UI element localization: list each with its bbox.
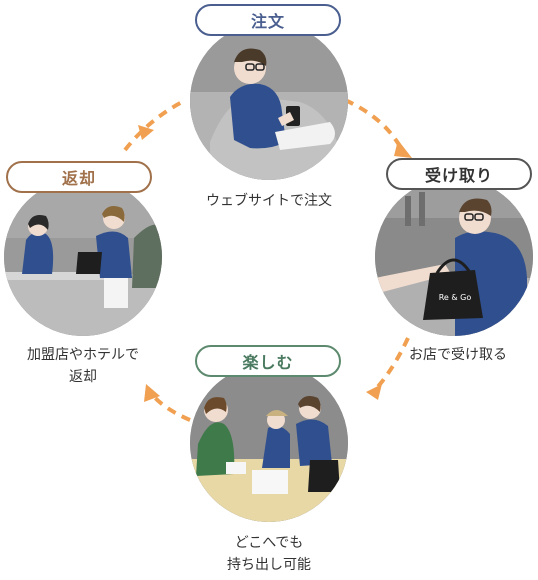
bag-logo: Re & Go <box>439 293 472 302</box>
arrow-return-to-order <box>123 98 187 152</box>
step-enjoy-caption: どこへでも 持ち出し可能 <box>190 532 348 576</box>
step-enjoy-caption-line2: 持ち出し可能 <box>227 557 311 573</box>
enjoy-illustration <box>190 364 348 522</box>
step-return-caption-line2: 返却 <box>69 369 97 385</box>
arrow-head-icon <box>394 140 412 158</box>
return-illustration <box>4 178 162 336</box>
arrow-enjoy-to-return <box>148 390 191 422</box>
arrow-head-icon <box>366 384 382 400</box>
step-receive-label-text: 受け取り <box>424 166 493 185</box>
step-return-caption-line1: 加盟店やホテルで <box>27 347 139 363</box>
arrow-order-to-receive <box>344 98 404 151</box>
step-receive-caption: お店で受け取る <box>409 347 507 363</box>
step-return-label-text: 返却 <box>61 169 96 188</box>
step-enjoy-label: 楽しむ <box>195 345 341 377</box>
arrow-receive-to-enjoy <box>373 337 410 392</box>
step-receive-label: 受け取り <box>386 158 532 190</box>
step-order-caption: ウェブサイトで注文 <box>206 193 332 209</box>
arrow-head-icon <box>144 384 160 402</box>
step-enjoy-caption-line1: どこへでも <box>234 535 304 551</box>
step-order-label-text: 注文 <box>250 12 285 31</box>
receive-illustration: Re & Go <box>375 178 533 336</box>
order-illustration <box>190 22 348 180</box>
step-return-caption: 加盟店やホテルで 返却 <box>8 344 158 388</box>
arrow-head-icon <box>138 125 154 140</box>
step-return-label: 返却 <box>6 161 152 193</box>
step-enjoy-label-text: 楽しむ <box>242 353 294 372</box>
step-order-label: 注文 <box>195 4 341 36</box>
